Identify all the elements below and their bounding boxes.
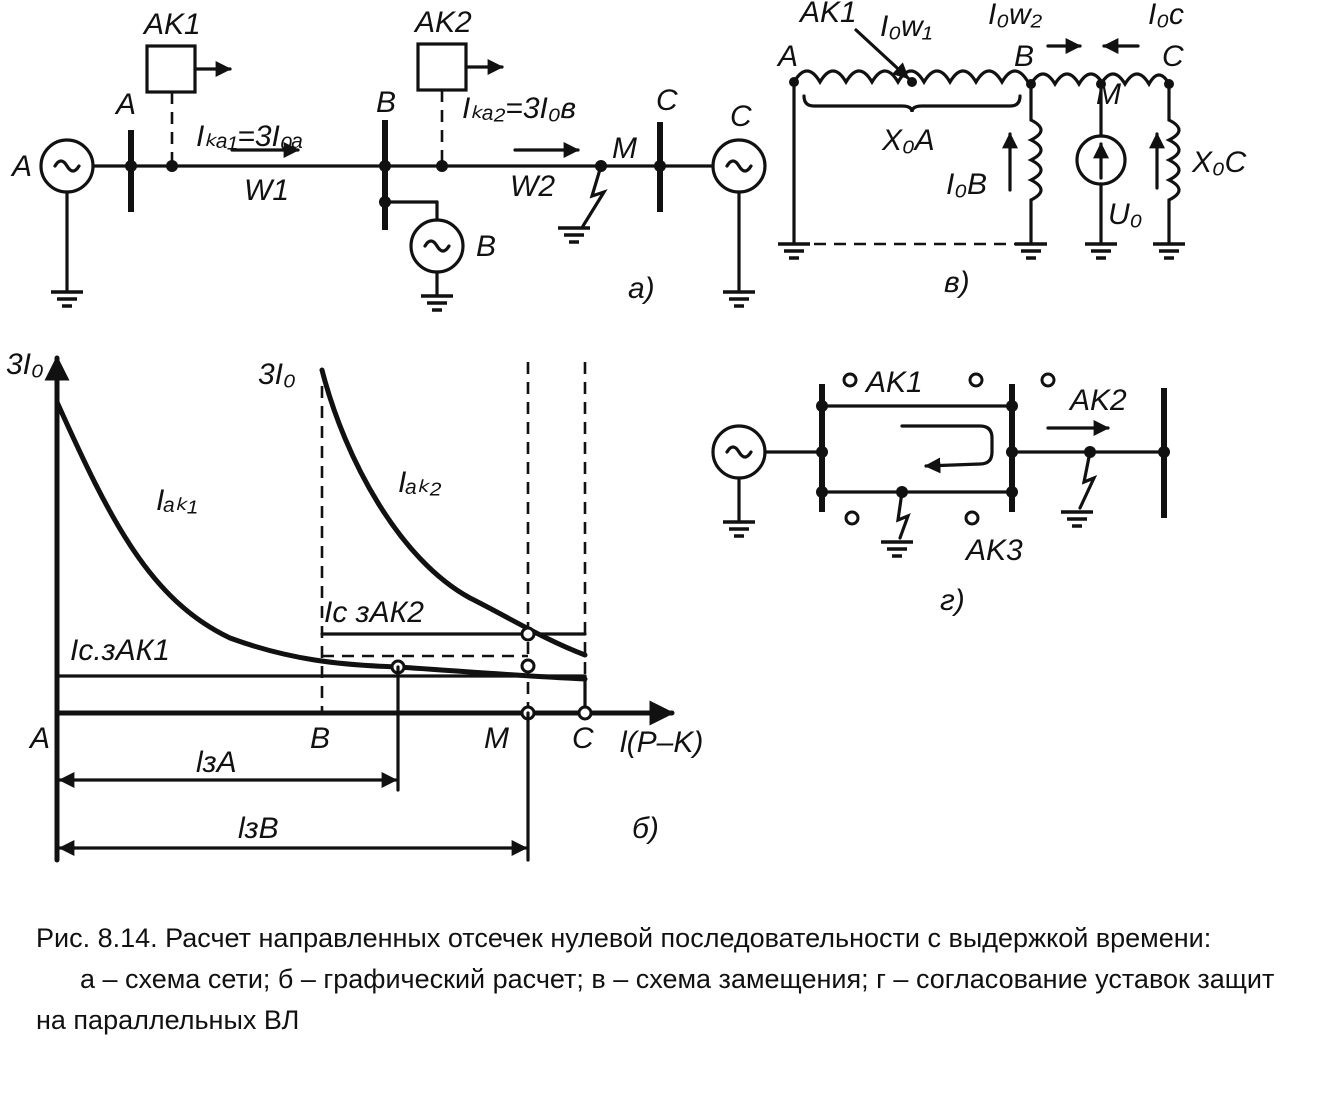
x0c-label: X₀C <box>1191 146 1247 179</box>
generator-a-icon <box>39 138 95 308</box>
circulating-current-arrow <box>900 424 994 474</box>
inductance-x0a-icon <box>792 69 1030 86</box>
iow1-label: I₀w₁ <box>880 10 932 43</box>
zone-a-label: lзA <box>196 746 237 779</box>
figure-v-equivalent: A X₀A AK1 I₀w₁ I₀w₂ I₀c B M C I₀B <box>776 0 1247 299</box>
source-c-label: C <box>730 100 752 133</box>
x-tick-c: C <box>572 722 594 755</box>
x-tick-a: A <box>28 722 50 755</box>
y-axis-label-a: 3I₀ <box>6 348 44 381</box>
bus-c-label: C <box>656 84 678 117</box>
ak2-g-label: AK2 <box>1068 384 1127 417</box>
relay-ak2-box <box>416 42 468 92</box>
x0a-label: X₀A <box>881 124 935 157</box>
fault-m-label: M <box>612 132 637 165</box>
bus-a-label: A <box>114 88 136 121</box>
zone-b-label: lзB <box>238 812 279 845</box>
inductance-x0c-icon <box>1165 118 1181 202</box>
current-ka1-label: Iₖₐ₁=3I₀ₐ <box>196 120 303 153</box>
generator-b-icon <box>409 218 465 312</box>
node-b-label: B <box>1014 40 1034 73</box>
x-axis-label: l(P–K) <box>620 726 703 759</box>
figure-b-graph: 3I₀ l(P–K) A B M C Iₐₖ₁ Iс.зАК1 3I₀ Iₐₖ₂… <box>6 348 703 863</box>
line-w2-label: W2 <box>510 170 555 203</box>
line-w1-label: W1 <box>244 174 289 207</box>
intersection-ak1-m <box>520 658 536 674</box>
curve-iak1 <box>54 399 588 682</box>
relay-ak2-label: AK2 <box>413 6 472 39</box>
x-tick-b: B <box>310 722 330 755</box>
curve-iak2-label: Iₐₖ₂ <box>398 466 442 499</box>
ak3-g-label: AK3 <box>964 534 1023 567</box>
ioc-label: I₀c <box>1148 0 1184 31</box>
iow2-label: I₀w₂ <box>988 0 1043 31</box>
caption-title: Рис. 8.14. Расчет направленных отсечек н… <box>36 923 1212 953</box>
x-tick-m: M <box>484 722 509 755</box>
i0b-label: I₀B <box>946 168 987 201</box>
current-ka2-label: Iₖₐ₂=3I₀ʙ <box>462 92 576 125</box>
fault-icon <box>581 164 608 228</box>
y-axis-label-b: 3I₀ <box>258 358 296 391</box>
ak1-g-label: AK1 <box>864 366 923 399</box>
x0a-brace <box>802 94 1022 113</box>
setting-ak1-label: Iс.зАК1 <box>70 634 170 667</box>
intersection-ak2 <box>520 626 536 642</box>
node-c-label: C <box>1162 40 1184 73</box>
panel-g-label: г) <box>940 584 965 617</box>
curve-iak1-label: Iₐₖ₁ <box>156 484 197 517</box>
figure-g-parallel-lines: AK1 AK3 AK2 г) <box>711 366 1170 617</box>
fault-g1-icon <box>896 490 911 540</box>
panel-a-label: a) <box>628 272 655 305</box>
relay-ak1-label: AK1 <box>142 8 201 41</box>
generator-g-icon <box>711 424 767 538</box>
figure-a-network-scheme: A A AK1 Iₖₐ₁=3I₀ₐ W1 B B <box>10 6 767 312</box>
source-b-label: B <box>476 230 496 263</box>
figure-caption: Рис. 8.14. Расчет направленных отсечек н… <box>36 918 1306 1041</box>
relay-ak1-box <box>145 44 197 94</box>
panel-v-label: в) <box>944 266 970 299</box>
setting-ak2-label: Iс зАК2 <box>324 596 424 629</box>
node-a-label: A <box>776 40 798 73</box>
figure-canvas: A A AK1 Iₖₐ₁=3I₀ₐ W1 B B <box>6 0 1247 863</box>
inductance-b-icon <box>1027 118 1043 202</box>
curve-iak2 <box>319 367 588 658</box>
u0-label: U₀ <box>1108 198 1142 231</box>
source-a-label: A <box>10 150 32 183</box>
fault-g2-icon <box>1078 450 1098 510</box>
bus-b-label: B <box>376 86 396 119</box>
generator-c-icon <box>711 138 767 308</box>
relay-ak1-v-label: AK1 <box>798 0 857 29</box>
caption-legend: а – схема сети; б – графический расчет; … <box>36 964 1275 1035</box>
panel-b-label: б) <box>632 812 659 845</box>
